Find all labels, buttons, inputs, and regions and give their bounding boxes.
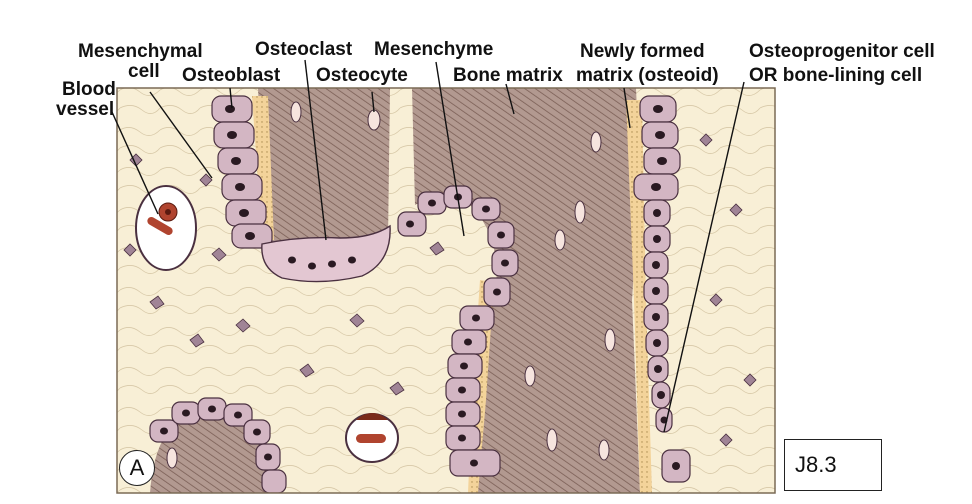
label-blood-vessel: Blood: [62, 79, 116, 100]
blood-vessel-lower: [345, 413, 399, 463]
label-mesenchyme: Mesenchyme: [374, 39, 494, 60]
label-bone-matrix: Bone matrix: [453, 65, 563, 86]
bone-matrix-bottom: [150, 409, 272, 493]
label-osteocyte: Osteocyte: [316, 65, 408, 86]
osteocytes: [166, 101, 616, 469]
osteoid-strip-left: [252, 96, 274, 240]
label-mesenchymal-cell-line2: cell: [128, 61, 160, 82]
osteoclast-cell: [261, 224, 391, 283]
label-osteoprogenitor-cell: Osteoprogenitor cell: [749, 41, 935, 62]
label-osteoblast: Osteoblast: [182, 65, 281, 86]
mesenchymal-cells: [123, 133, 757, 447]
illustration-frame: [116, 87, 776, 494]
label-blood-vessel-line2: vessel: [56, 99, 115, 120]
label-osteoprogenitor-cell-line2: OR bone-lining cell: [749, 65, 923, 86]
bone-matrix-left: [258, 88, 390, 262]
panel-letter: A: [119, 450, 155, 486]
leader-lines: [111, 59, 745, 433]
label-newly-formed-matrix: Newly formed: [580, 41, 705, 62]
blood-vessel-upper: [135, 185, 197, 271]
label-newly-formed-matrix-line2: matrix (osteoid): [576, 65, 719, 86]
label-mesenchymal-cell: Mesenchymal: [78, 41, 203, 62]
figure-id-box: J8.3: [784, 439, 882, 491]
label-osteoclast: Osteoclast: [255, 39, 353, 60]
osteoid-strip-right: [626, 100, 652, 493]
nuclei: [160, 105, 680, 470]
